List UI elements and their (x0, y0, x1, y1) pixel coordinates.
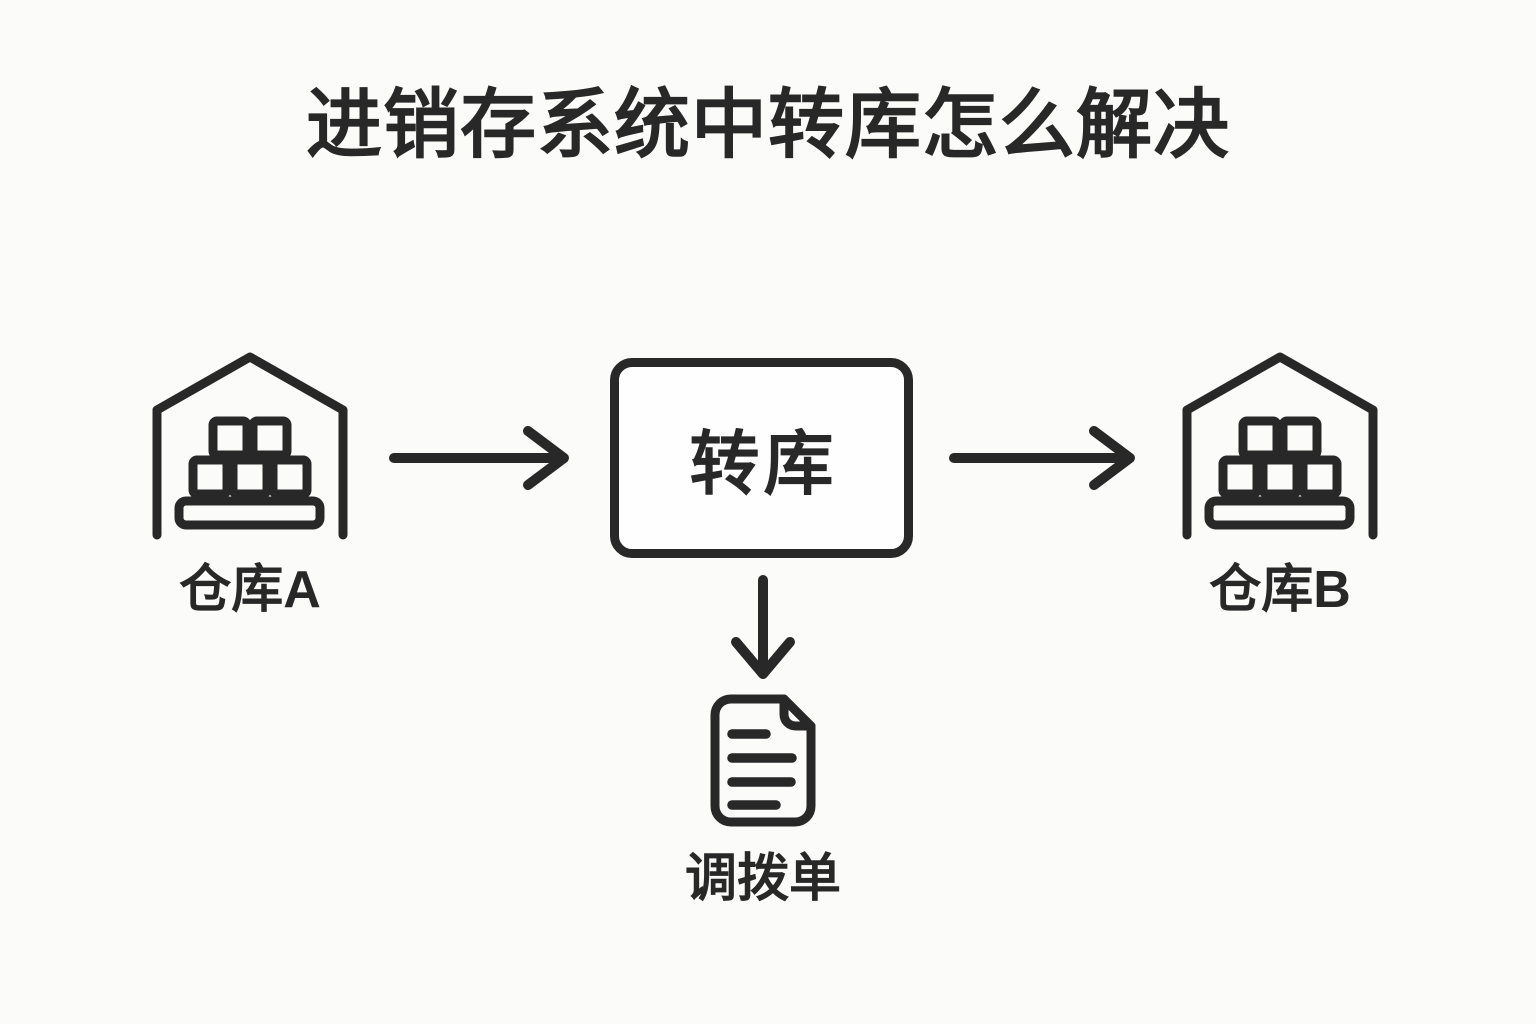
warehouse-icon (152, 352, 348, 540)
transfer-label: 转库 (689, 424, 838, 503)
warehouse-a-label: 仓库A (179, 561, 321, 619)
node-warehouse-b: 仓库B (1180, 350, 1380, 616)
arrow-down-icon (731, 575, 795, 679)
warehouse-b-label: 仓库B (1209, 561, 1351, 619)
node-warehouse-a: 仓库A (150, 350, 350, 616)
arrow-right-icon (949, 426, 1135, 490)
warehouse-icon (1182, 352, 1378, 540)
node-transfer: 转库 (610, 358, 913, 558)
node-transfer-order: 调拨单 (655, 694, 871, 905)
arrow-right-icon (389, 426, 569, 490)
transfer-order-label: 调拨单 (684, 850, 841, 908)
page-title: 进销存系统中转库怎么解决 (306, 83, 1230, 168)
document-icon (710, 694, 816, 827)
